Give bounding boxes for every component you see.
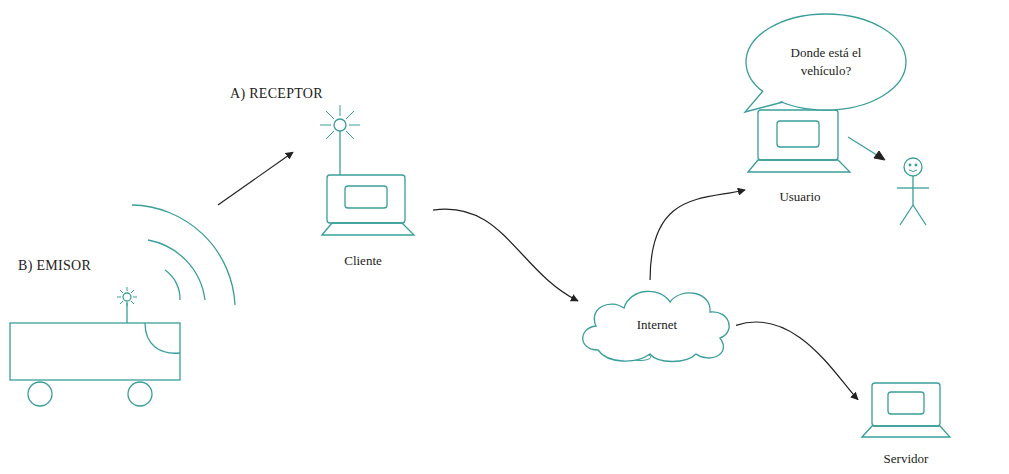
- server-computer-node: Servidor: [858, 382, 954, 470]
- part-heading: A) RECEPTOR: [230, 85, 323, 103]
- node-label: Donde está el vehículo?: [766, 44, 886, 80]
- flow-arrow: [218, 152, 293, 205]
- client-computer: [322, 175, 414, 235]
- pointer-arrow: [848, 137, 885, 160]
- node-label: Servidor: [858, 450, 954, 468]
- person-figure: [897, 158, 929, 225]
- emitter-vehicle: B) EMISOR: [8, 205, 240, 415]
- flow-arrow: [736, 322, 858, 400]
- receptor-antenna: [320, 105, 360, 175]
- part-heading: B) EMISOR: [18, 257, 91, 275]
- flow-arrow: [650, 190, 745, 280]
- speech-bubble: Donde está el vehículo?: [743, 12, 909, 114]
- flow-arrow: [433, 209, 578, 301]
- node-label: Internet: [578, 316, 736, 334]
- node-label: Usuario: [745, 188, 855, 206]
- user-computer: [748, 110, 850, 172]
- radio-waves: [132, 205, 235, 305]
- server-computer: [862, 383, 950, 437]
- user-computer-node: Usuario: [745, 108, 855, 208]
- vehicle: [10, 287, 180, 406]
- node-label: Cliente: [293, 252, 433, 270]
- internet-cloud: Internet: [578, 280, 736, 364]
- receiver-client: A) RECEPTORCliente: [293, 80, 433, 275]
